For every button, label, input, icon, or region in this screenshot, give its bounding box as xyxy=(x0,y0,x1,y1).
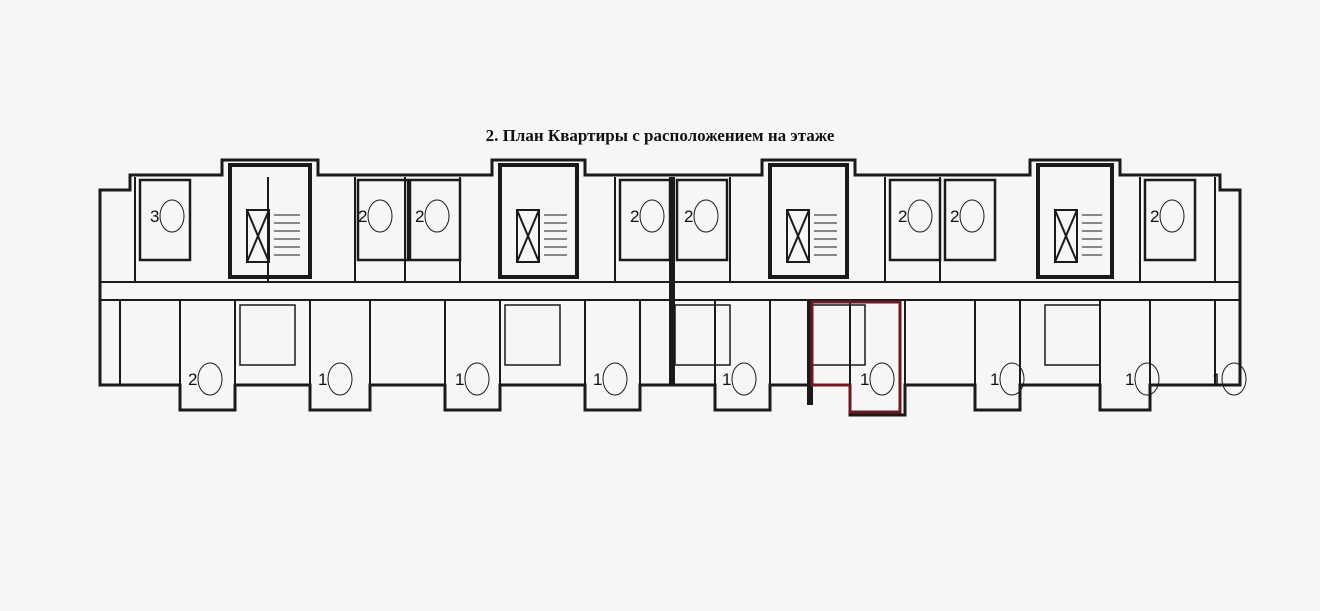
apartment-top-3: 2 xyxy=(630,199,665,233)
apartment-bottom-2: 1 xyxy=(455,362,490,396)
room-count: 2 xyxy=(358,207,367,226)
elevator xyxy=(1054,209,1078,263)
apartment-bottom-0: 2 xyxy=(188,362,223,396)
apartment-bottom-7: 1 xyxy=(1125,362,1160,396)
elevator xyxy=(1054,209,1078,263)
area-label-oval xyxy=(907,199,933,233)
area-label-oval xyxy=(602,362,628,396)
room-count: 2 xyxy=(1150,207,1159,226)
bathroom xyxy=(809,304,866,366)
room-count: 2 xyxy=(950,207,959,226)
room-count: 1 xyxy=(593,370,602,389)
room-count: 2 xyxy=(898,207,907,226)
area-label-oval xyxy=(464,362,490,396)
stairwell xyxy=(1036,163,1114,279)
area-label-oval xyxy=(1134,362,1160,396)
apartment-bottom-5: 1 xyxy=(860,362,895,396)
building-outline xyxy=(98,158,1242,417)
apartment-top-7: 2 xyxy=(1150,199,1185,233)
elevator xyxy=(246,209,270,263)
room xyxy=(1143,178,1197,262)
area-label-oval xyxy=(367,199,393,233)
apartment-bottom-8: 1 xyxy=(1212,362,1247,396)
apartment-bottom-3: 1 xyxy=(593,362,628,396)
stairwell xyxy=(228,163,312,279)
page-title: 2. План Квартиры с расположением на этаж… xyxy=(485,126,835,145)
room xyxy=(888,178,942,262)
bathroom xyxy=(1044,304,1101,366)
area-label-oval xyxy=(424,199,450,233)
bathroom xyxy=(504,304,561,366)
area-label-oval xyxy=(959,199,985,233)
area-label-oval xyxy=(159,199,185,233)
area-label-oval xyxy=(731,362,757,396)
area-label-oval xyxy=(1159,199,1185,233)
apartment-bottom-6: 1 xyxy=(990,362,1025,396)
area-label-oval xyxy=(327,362,353,396)
room xyxy=(943,178,997,262)
room-count: 1 xyxy=(1212,370,1221,389)
room-count: 1 xyxy=(990,370,999,389)
area-label-oval xyxy=(1221,362,1247,396)
bathroom xyxy=(239,304,296,366)
area-label-oval xyxy=(639,199,665,233)
apartment-top-1: 2 xyxy=(358,199,393,233)
room-count: 1 xyxy=(860,370,869,389)
apartment-top-4: 2 xyxy=(684,199,719,233)
elevator xyxy=(516,209,540,263)
elevator xyxy=(786,209,810,263)
area-label-oval xyxy=(999,362,1025,396)
apartment-top-5: 2 xyxy=(898,199,933,233)
room-count: 1 xyxy=(1125,370,1134,389)
room xyxy=(618,178,672,262)
apartment-top-0: 3 xyxy=(150,199,185,233)
area-label-oval xyxy=(869,362,895,396)
apartment-top-2: 2 xyxy=(415,199,450,233)
bathroom xyxy=(674,304,731,366)
apartment-bottom-4: 1 xyxy=(722,362,757,396)
stairwell xyxy=(768,163,849,279)
room-count: 2 xyxy=(188,370,197,389)
apartment-top-6: 2 xyxy=(950,199,985,233)
room-count: 1 xyxy=(455,370,464,389)
room-count: 1 xyxy=(722,370,731,389)
area-label-oval xyxy=(197,362,223,396)
room xyxy=(356,178,410,262)
highlighted-apartment xyxy=(810,300,902,414)
room-count: 2 xyxy=(415,207,424,226)
room xyxy=(408,178,462,262)
room-count: 3 xyxy=(150,207,159,226)
room-count: 2 xyxy=(630,207,639,226)
room xyxy=(138,178,192,262)
elevator xyxy=(786,209,810,263)
room xyxy=(675,178,729,262)
room-count: 2 xyxy=(684,207,693,226)
apartment-bottom-1: 1 xyxy=(318,362,353,396)
stairwell xyxy=(498,163,579,279)
elevator xyxy=(516,209,540,263)
area-label-oval xyxy=(693,199,719,233)
room-count: 1 xyxy=(318,370,327,389)
